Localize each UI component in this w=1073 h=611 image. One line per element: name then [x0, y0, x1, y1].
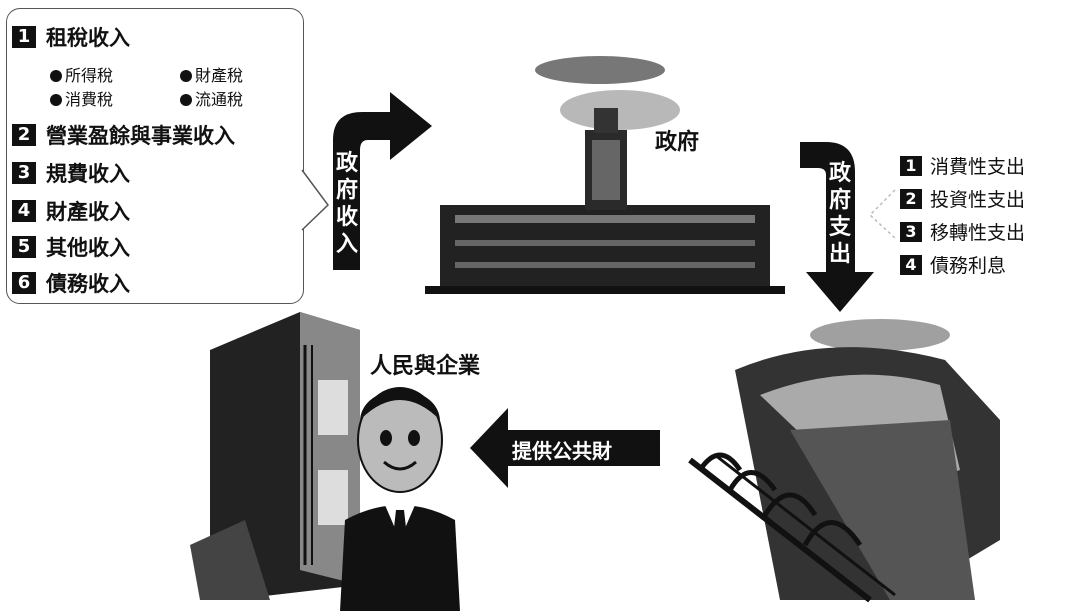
- tax-label: 財產稅: [195, 66, 244, 85]
- office-building-icon: [190, 312, 360, 600]
- number-badge: 1: [12, 26, 36, 48]
- tax-item: 所得稅: [50, 62, 113, 86]
- bullet-icon: [50, 70, 62, 82]
- government-expenditure-arrow: [800, 142, 874, 312]
- public-goods-arrow: [470, 408, 660, 488]
- number-badge: 3: [12, 162, 36, 184]
- government-building-icon: [425, 56, 785, 294]
- revenue-item-label: 其他收入: [46, 236, 130, 260]
- label-char: 入: [335, 232, 358, 257]
- revenue-item-label: 營業盈餘與事業收入: [46, 124, 235, 148]
- number-badge: 3: [900, 221, 922, 242]
- label-char: 支: [828, 215, 851, 240]
- public-goods-label: 提供公共財: [512, 439, 612, 463]
- revenue-item-4: 4 財產收入: [12, 196, 130, 226]
- government-expenditure-label: 政 府 支 出: [827, 160, 853, 268]
- revenue-item-label: 租稅收入: [46, 26, 130, 50]
- number-badge: 1: [900, 155, 922, 176]
- callout-pointer: [301, 169, 329, 231]
- number-badge: 5: [12, 236, 36, 258]
- expenditure-item-label: 投資性支出: [930, 189, 1026, 211]
- revenue-item-label: 規費收入: [46, 162, 130, 186]
- number-badge: 6: [12, 272, 36, 294]
- number-badge: 4: [12, 200, 36, 222]
- label-char: 府: [828, 188, 851, 213]
- label-char: 政: [828, 161, 851, 186]
- businessman-icon: [340, 387, 460, 611]
- label-char: 收: [335, 205, 358, 230]
- tax-label: 流通稅: [195, 90, 244, 109]
- government-revenue-label: 政 府 收 入: [334, 150, 360, 258]
- tax-item: 消費稅: [50, 86, 113, 110]
- expenditure-item-label: 移轉性支出: [930, 222, 1026, 244]
- revenue-callout-box: [6, 8, 304, 304]
- revenue-item-5: 5 其他收入: [12, 232, 130, 262]
- bridge-icon: [688, 319, 1000, 603]
- number-badge: 2: [12, 124, 36, 146]
- revenue-item-1: 1 租稅收入: [12, 22, 130, 52]
- bullet-icon: [180, 70, 192, 82]
- expenditure-item-label: 消費性支出: [930, 156, 1026, 178]
- expenditure-item-4: 4 債務利息: [900, 251, 1006, 278]
- number-badge: 4: [900, 254, 922, 275]
- number-badge: 2: [900, 188, 922, 209]
- revenue-item-2: 2 營業盈餘與事業收入: [12, 120, 235, 150]
- tax-item: 財產稅: [180, 62, 243, 86]
- label-char: 出: [828, 242, 851, 267]
- tax-label: 消費稅: [65, 90, 114, 109]
- revenue-item-6: 6 債務收入: [12, 268, 130, 298]
- label-char: 政: [335, 151, 358, 176]
- revenue-item-label: 債務收入: [46, 272, 130, 296]
- expenditure-item-3: 3 移轉性支出: [900, 218, 1025, 245]
- tax-label: 所得稅: [65, 66, 114, 85]
- expenditure-item-label: 債務利息: [930, 255, 1007, 277]
- bullet-icon: [180, 94, 192, 106]
- government-revenue-arrow: [333, 92, 432, 270]
- bullet-icon: [50, 94, 62, 106]
- revenue-item-label: 財產收入: [46, 200, 130, 224]
- label-char: 府: [335, 178, 358, 203]
- expenditure-item-2: 2 投資性支出: [900, 185, 1025, 212]
- revenue-item-3: 3 規費收入: [12, 158, 130, 188]
- expenditure-item-1: 1 消費性支出: [900, 152, 1025, 179]
- tax-item: 流通稅: [180, 86, 243, 110]
- people-and-business-label: 人民與企業: [370, 354, 481, 379]
- government-label: 政府: [655, 130, 700, 155]
- expenditure-callout-pointer: [868, 189, 896, 239]
